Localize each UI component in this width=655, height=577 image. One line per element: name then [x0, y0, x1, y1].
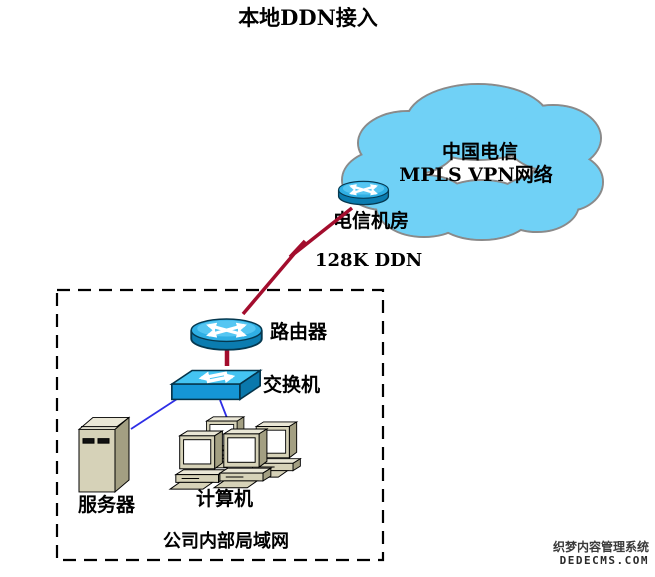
telecom-router-icon: [339, 181, 389, 204]
ddn-link-line: [241, 206, 354, 316]
telecom-room-label: 电信机房: [333, 209, 409, 232]
lan-router-icon: [191, 319, 262, 350]
computers-label: 计算机: [196, 487, 253, 510]
computers-icon: [169, 416, 301, 490]
watermark-line1: 织梦内容管理系统: [553, 539, 649, 554]
router-label: 路由器: [270, 320, 328, 343]
page-title: 本地DDN接入: [238, 5, 378, 30]
switch-icon: [169, 368, 263, 401]
server-icon: [77, 416, 131, 494]
lan-label: 公司内部局域网: [163, 530, 289, 552]
lan-boundary-box: [55, 288, 385, 562]
switch-server-link: [130, 398, 178, 430]
watermark: 织梦内容管理系统 DEDECMS.COM: [552, 538, 651, 569]
watermark-line2: DEDECMS.COM: [560, 554, 649, 567]
switch-label: 交换机: [263, 373, 320, 396]
ddn-link-label: 128K DDN: [315, 250, 422, 271]
cloud-label-line1: 中国电信: [442, 140, 518, 163]
cloud-label-line2: MPLS VPN网络: [399, 163, 552, 186]
server-label: 服务器: [78, 493, 136, 516]
